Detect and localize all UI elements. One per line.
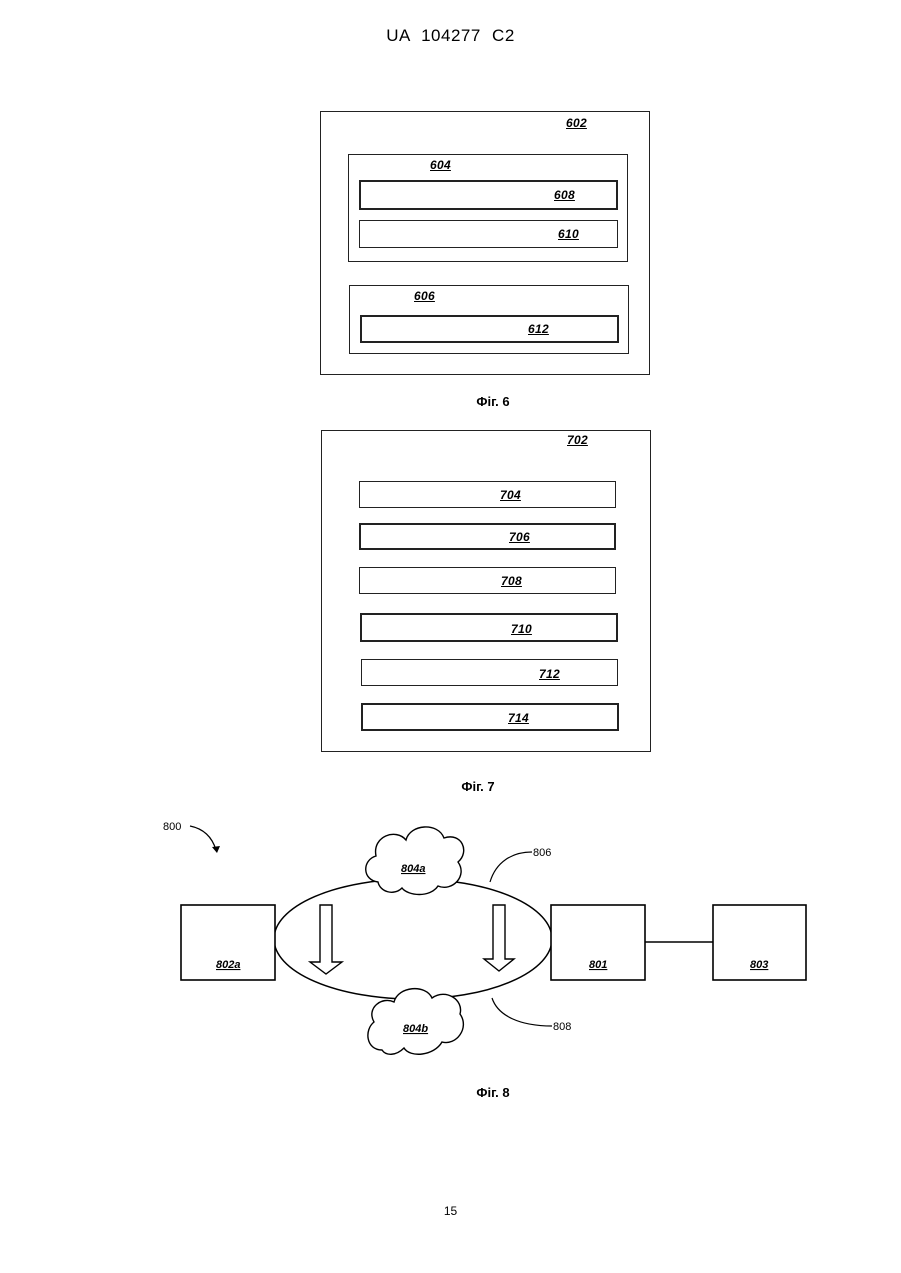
fig8-cloud-804a: [366, 827, 464, 895]
fig8-ring: [274, 879, 552, 999]
fig8-label-806: 806: [533, 847, 551, 859]
fig8-ref-arrowhead: [212, 846, 220, 853]
fig8-caption: Фіг. 8: [433, 1085, 553, 1100]
fig8-label-801: 801: [589, 959, 607, 971]
fig8-label-804a: 804a: [401, 863, 425, 875]
page-number: 15: [0, 1204, 901, 1218]
fig8-cloud-804b: [368, 989, 463, 1055]
fig8-ref-arrow: [190, 826, 216, 850]
fig8-down-arrow-right: [484, 905, 514, 971]
fig8-label-800: 800: [163, 821, 181, 833]
fig8-label-802a: 802a: [216, 959, 240, 971]
fig8-leader-806: [490, 852, 532, 882]
fig8-label-808: 808: [553, 1021, 571, 1033]
fig8-leader-808: [492, 998, 552, 1026]
fig8-label-803: 803: [750, 959, 768, 971]
fig8-label-804b: 804b: [403, 1023, 428, 1035]
fig8-down-arrow-left: [310, 905, 342, 974]
